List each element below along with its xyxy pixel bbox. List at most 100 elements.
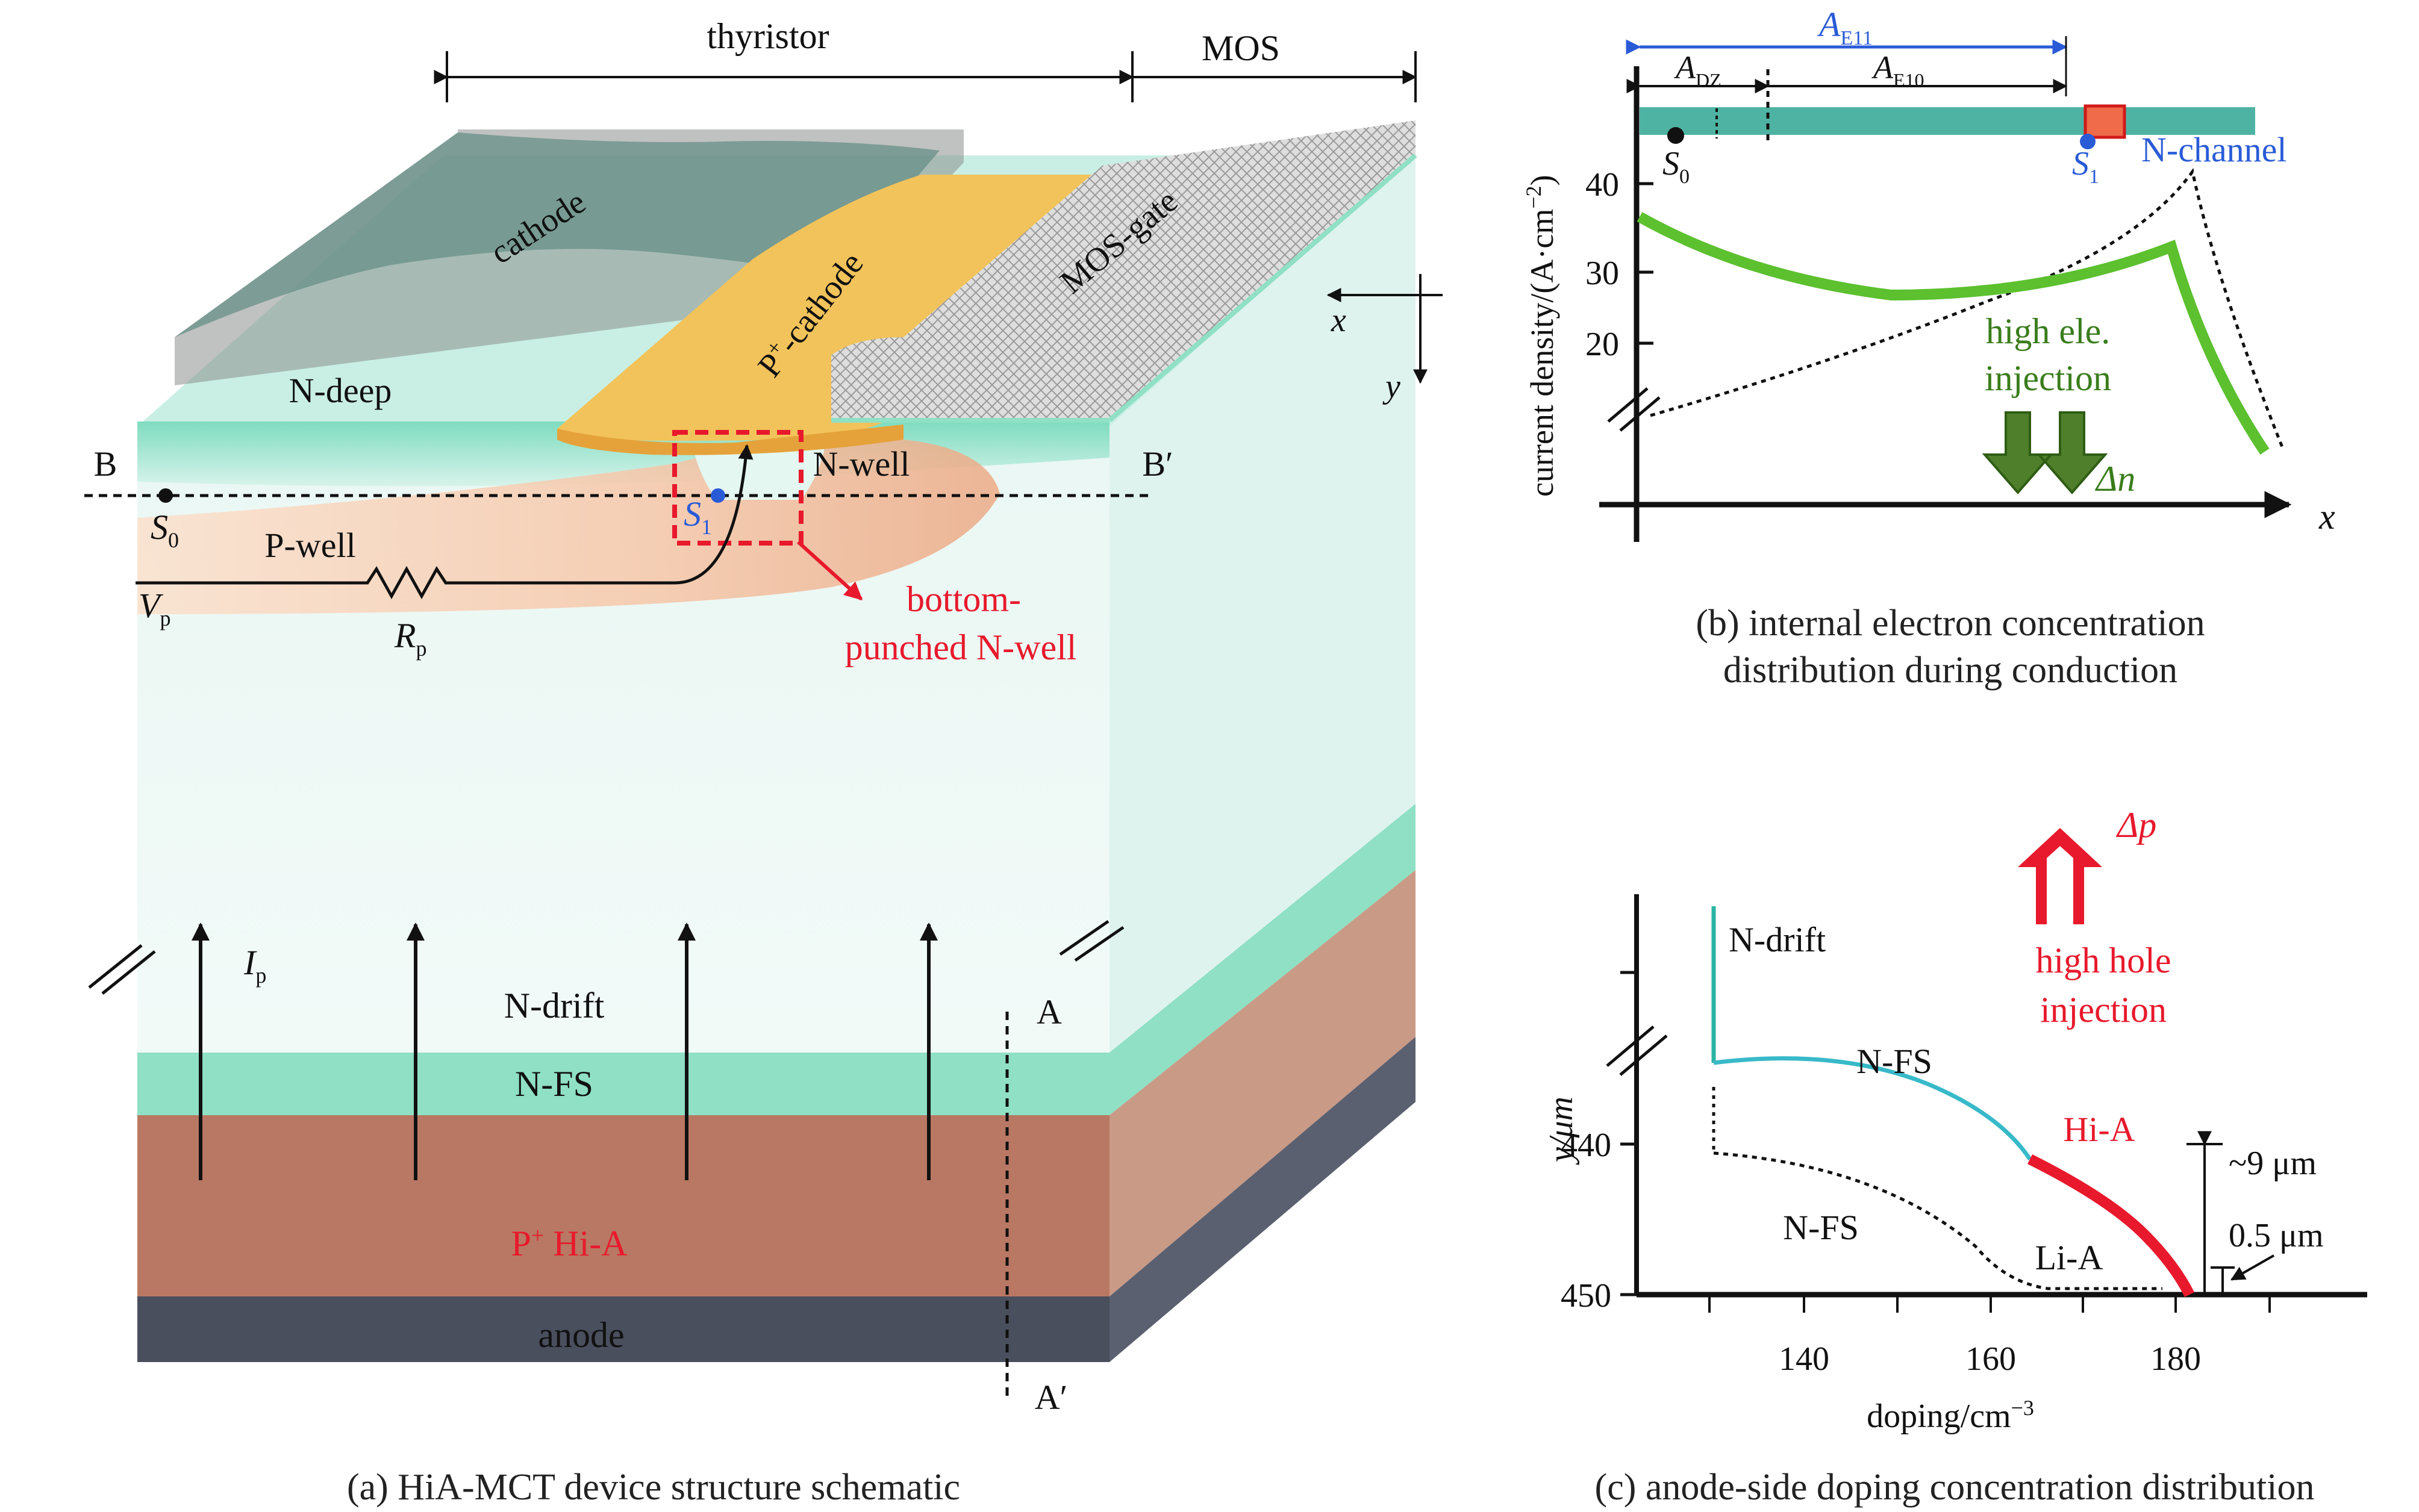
hi-a-curve [2027, 1154, 2195, 1298]
b-dotted-curve [1650, 167, 2285, 449]
s0-point [158, 488, 173, 503]
c-xtick-180: 180 [2150, 1340, 2201, 1378]
side-drift [1110, 155, 1416, 1053]
dim-05-pointer [2230, 1254, 2274, 1281]
p-hi-a-layer [137, 1115, 1110, 1296]
anode-label: anode [538, 1315, 624, 1355]
caption-b-1: (b) internal electron concentration [1696, 603, 2205, 644]
a-prime-label: A′ [1035, 1378, 1068, 1417]
c-xtick-160: 160 [1965, 1340, 2016, 1378]
b-y-ticks [1637, 182, 1653, 345]
p-well-label: P-well [264, 526, 355, 565]
n-well-label: N-well [813, 444, 910, 484]
c-li-a-label: Li-A [2035, 1238, 2103, 1277]
s1-region-marker [2083, 104, 2126, 139]
a-label: A [1037, 992, 1062, 1031]
n-fs-layer [137, 1053, 1110, 1115]
axis-y-label: y [1382, 368, 1400, 405]
c-n-drift-label: N-drift [1729, 920, 1826, 959]
c-y-axis-label: y/μm [1543, 1097, 1580, 1165]
s0-label: S0 [151, 508, 179, 552]
b-s0-label: S0 [1662, 145, 1690, 188]
p-cathode-bottom [557, 425, 904, 455]
n-fs-curve [1713, 1056, 2032, 1160]
high-ele-label-2: injection [1985, 358, 2111, 398]
b-axis-break [1607, 387, 1661, 432]
c-ytick-450: 450 [1561, 1277, 1611, 1314]
delta-n-arrow [1982, 411, 2108, 495]
side-n-fs [1110, 804, 1416, 1115]
dimension-thyristor [434, 51, 1417, 102]
cathode-bar [175, 129, 964, 385]
panel-c: 440 450 140 160 180 doping/cm−3 y/μm [1543, 805, 2367, 1508]
high-ele-label-1: high ele. [1986, 311, 2111, 351]
p-cathode-region [557, 175, 1120, 441]
b-s1-point [2080, 134, 2096, 149]
c-y-ticks [1620, 971, 1637, 1296]
high-hole-label-1: high hole [2036, 941, 2171, 980]
b-ytick-40: 40 [1585, 166, 1619, 204]
rp-label: Rp [394, 616, 426, 661]
b-green-curve [1637, 212, 2270, 455]
delta-p-label: Δp [2116, 805, 2156, 845]
panel-b: x 40 30 20 current density/(A·cm−2) S0 S… [1522, 5, 2335, 691]
vp-current-path [136, 444, 754, 600]
a-dz-label: ADZ [1674, 49, 1721, 91]
n-deep-label: N-deep [289, 371, 392, 410]
b-s1-label: S1 [2072, 145, 2099, 188]
c-n-fs-lower-label: N-FS [1783, 1208, 1859, 1247]
b-y-axis-label: current density/(A·cm−2) [1522, 175, 1560, 497]
bottom-punched-label-2: punched N-well [845, 627, 1077, 667]
mos-label: MOS [1202, 28, 1280, 68]
b-prime-label: B′ [1142, 444, 1173, 484]
a-e10-label: AE10 [1871, 49, 1924, 91]
c-x-ticks [1708, 1295, 2271, 1313]
c-hi-a-label: Hi-A [2063, 1110, 2135, 1149]
b-ytick-30: 30 [1585, 255, 1619, 292]
s1-label: S1 [684, 494, 712, 539]
delta-p-arrow [2018, 828, 2102, 924]
n-channel-bar [1640, 107, 2255, 135]
side-anode [1110, 1037, 1416, 1362]
n-drift-label: N-drift [504, 986, 605, 1025]
ip-arrows [192, 922, 938, 1180]
p-hi-a-label: P+ Hi-A [511, 1223, 627, 1263]
b-ytick-20: 20 [1585, 326, 1619, 363]
thyristor-label: thyristor [707, 16, 829, 56]
mos-gate-edge-side [1108, 153, 1417, 423]
vp-label: Vp [139, 586, 170, 630]
bottom-punched-box [672, 430, 804, 546]
c-xtick-140: 140 [1779, 1340, 1829, 1378]
anode-layer [137, 1296, 1110, 1362]
n-fs-lower-curve [1713, 1151, 2162, 1290]
c-axis-break [1606, 1025, 1668, 1076]
axis-indicator [1326, 274, 1443, 384]
c-ytick-440: 440 [1561, 1127, 1611, 1164]
panel-a: thyristor MOS cathode P+-cathode MOS-gat… [84, 16, 1443, 1508]
dim-05-label: 0.5 μm [2229, 1217, 2324, 1254]
c-x-axis-label: doping/cm−3 [1867, 1396, 2034, 1435]
dim-9-label: ~9 μm [2229, 1145, 2317, 1182]
mos-gate-region [831, 120, 1416, 420]
n-channel-label: N-channel [2141, 130, 2287, 169]
high-hole-label-2: injection [2040, 990, 2167, 1030]
bottom-punched-arrow [796, 540, 863, 601]
b-label: B [94, 444, 117, 484]
c-n-fs-upper-label: N-FS [1856, 1042, 1932, 1081]
axis-x-label: x [1331, 302, 1346, 339]
bottom-punched-label-1: bottom- [907, 579, 1021, 619]
ip-label: Ip [243, 943, 266, 988]
n-fs-label: N-FS [515, 1064, 593, 1104]
s1-point [711, 488, 725, 503]
break-marks [88, 919, 1125, 995]
b-x-axis-label: x [2318, 497, 2335, 537]
b-s0-point [1667, 127, 1684, 144]
side-p-hi-a [1110, 870, 1416, 1296]
n-well-region [693, 446, 825, 500]
caption-c: (c) anode-side doping concentration dist… [1595, 1467, 2315, 1508]
caption-b-2: distribution during conduction [1723, 650, 2177, 691]
delta-n-label: Δn [2095, 459, 2135, 499]
caption-a: (a) HiA-MCT device structure schematic [347, 1467, 960, 1508]
a-e11-label: AE11 [1817, 5, 1873, 49]
